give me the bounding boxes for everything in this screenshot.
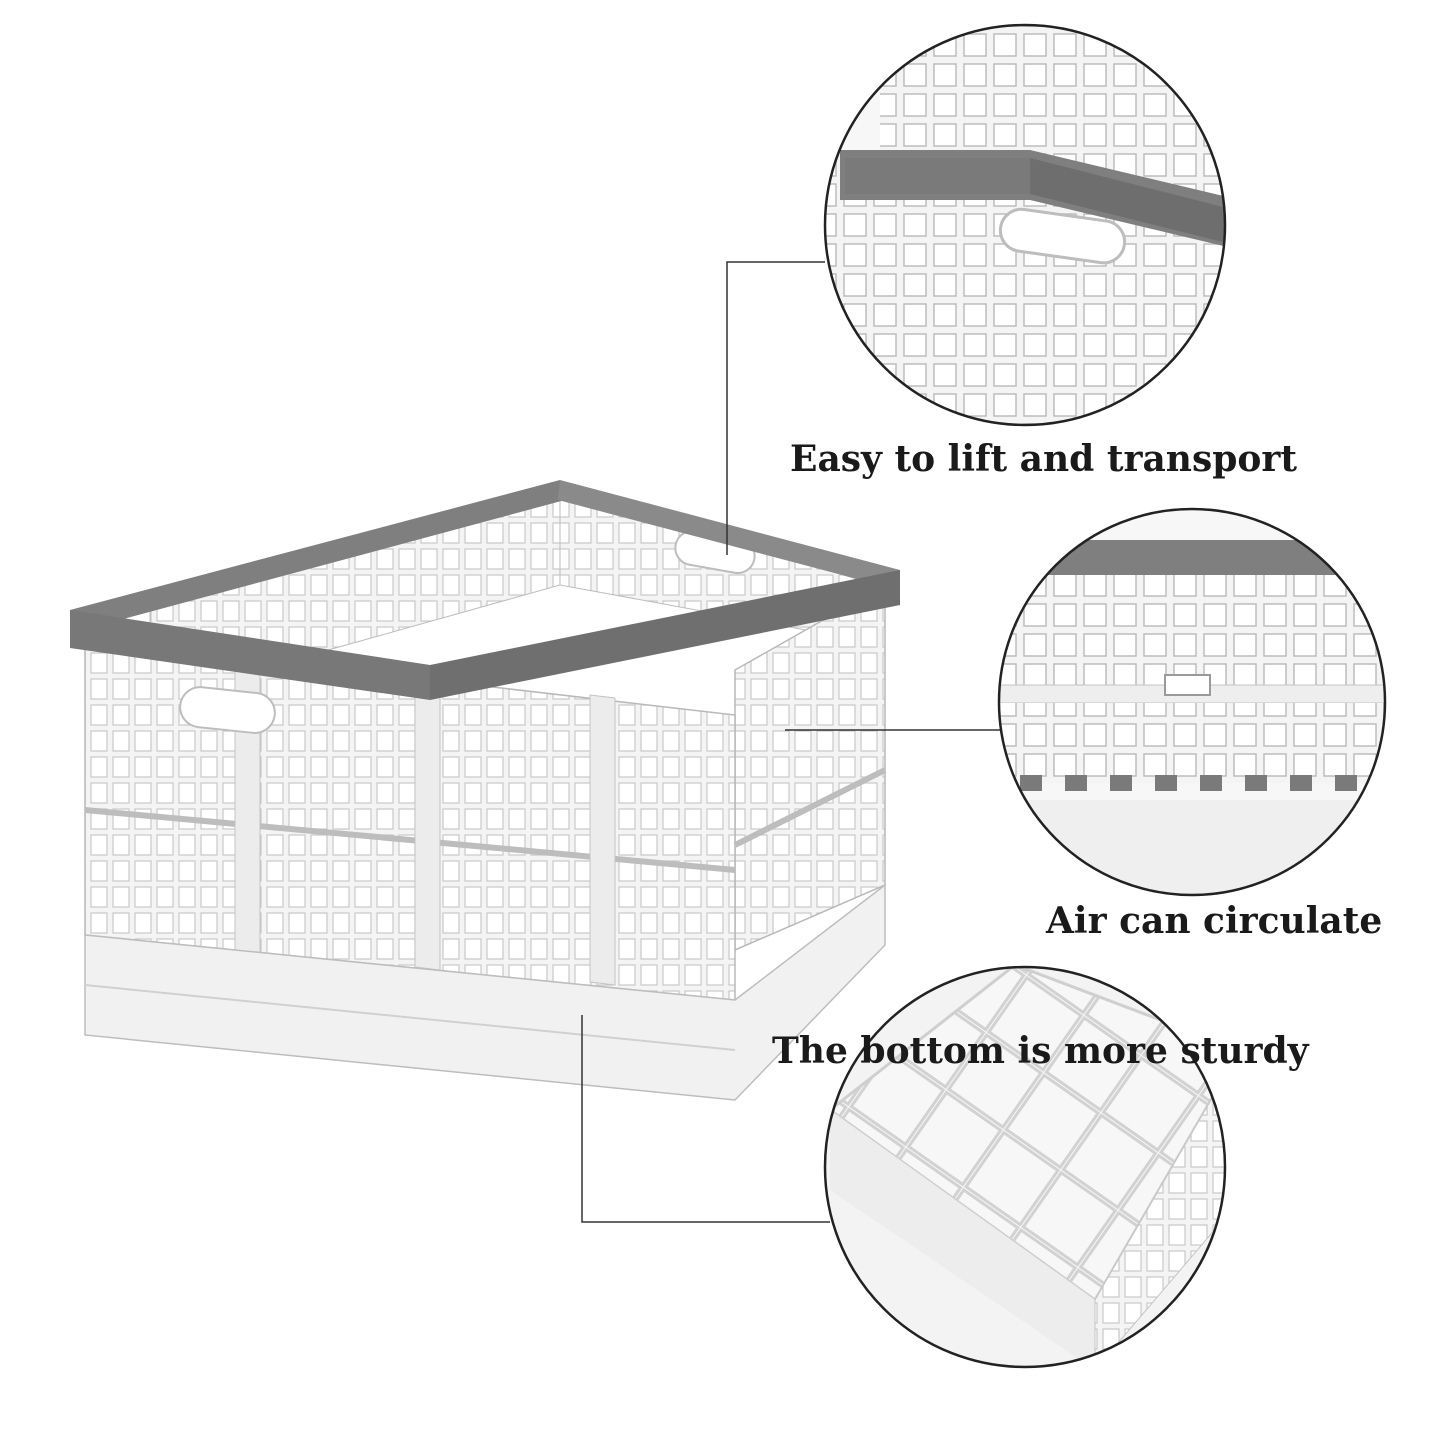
basket-illustration <box>70 480 900 1101</box>
callout-ventilation-detail <box>997 507 1387 897</box>
caption-air-circulate: Air can circulate <box>1046 900 1383 942</box>
callout-handle-detail <box>823 23 1227 427</box>
leader-lines <box>581 261 1000 1223</box>
caption-sturdy-bottom: The bottom is more sturdy <box>772 1030 1309 1072</box>
callout-bottom-detail <box>823 965 1227 1369</box>
caption-easy-lift: Easy to lift and transport <box>790 438 1298 480</box>
